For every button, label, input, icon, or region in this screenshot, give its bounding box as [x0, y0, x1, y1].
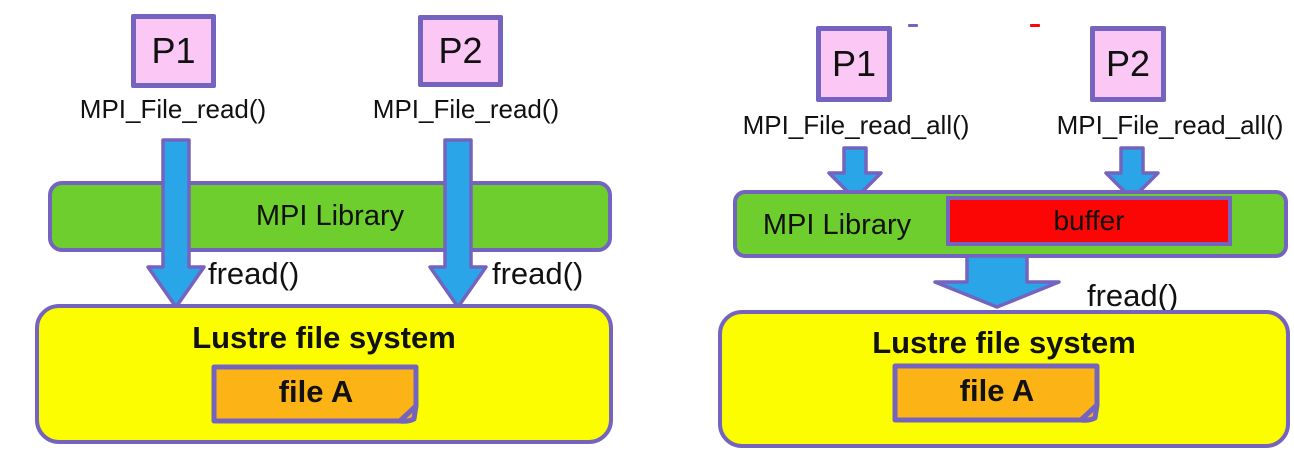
right-file-a-label: file A — [959, 373, 1035, 408]
right-process-p1-label: P1 — [831, 43, 877, 84]
left-process-p2-label: P2 — [438, 30, 483, 71]
left-mpi-library-label: MPI Library — [255, 200, 405, 232]
right-file-a-shape — [892, 363, 1100, 423]
right-call-p2-label: MPI_File_read_all() — [1056, 110, 1284, 140]
right-buffer-box: buffer — [946, 196, 1232, 246]
left-mpi-library-bar — [48, 181, 612, 252]
left-process-p1-label: P1 — [151, 30, 196, 71]
left-fread-p1-label: fread() — [208, 256, 300, 291]
right-arrow-down-p1-icon — [827, 146, 883, 201]
right-call-p1-label: MPI_File_read_all() — [742, 110, 970, 140]
right-process-p2-box: P2 — [1090, 26, 1166, 102]
artifact-dash-red — [1030, 24, 1040, 27]
left-call-p1-label: MPI_File_read() — [79, 94, 267, 124]
left-arrow-down-p1-icon — [146, 138, 206, 309]
right-process-p1-box: P1 — [816, 26, 892, 102]
right-lustre-label: Lustre file system — [872, 325, 1136, 360]
left-process-p2-box: P2 — [418, 15, 503, 87]
right-fread-label: fread() — [1087, 278, 1179, 313]
left-fread-p2-label: fread() — [492, 256, 584, 291]
right-mpi-library-label: MPI Library — [762, 209, 912, 241]
artifact-dash-purple — [908, 24, 918, 27]
left-file-a-shape — [211, 364, 419, 424]
left-file-a-label: file A — [278, 374, 354, 409]
left-arrow-down-p2-icon — [428, 138, 488, 309]
right-arrow-down-p2-icon — [1104, 146, 1160, 201]
right-arrow-down-collective-icon — [933, 254, 1061, 309]
right-process-p2-label: P2 — [1105, 43, 1151, 84]
left-process-p1-box: P1 — [131, 14, 216, 88]
left-lustre-label: Lustre file system — [192, 320, 456, 355]
left-call-p2-label: MPI_File_read() — [372, 94, 560, 124]
right-buffer-label: buffer — [1053, 205, 1125, 236]
